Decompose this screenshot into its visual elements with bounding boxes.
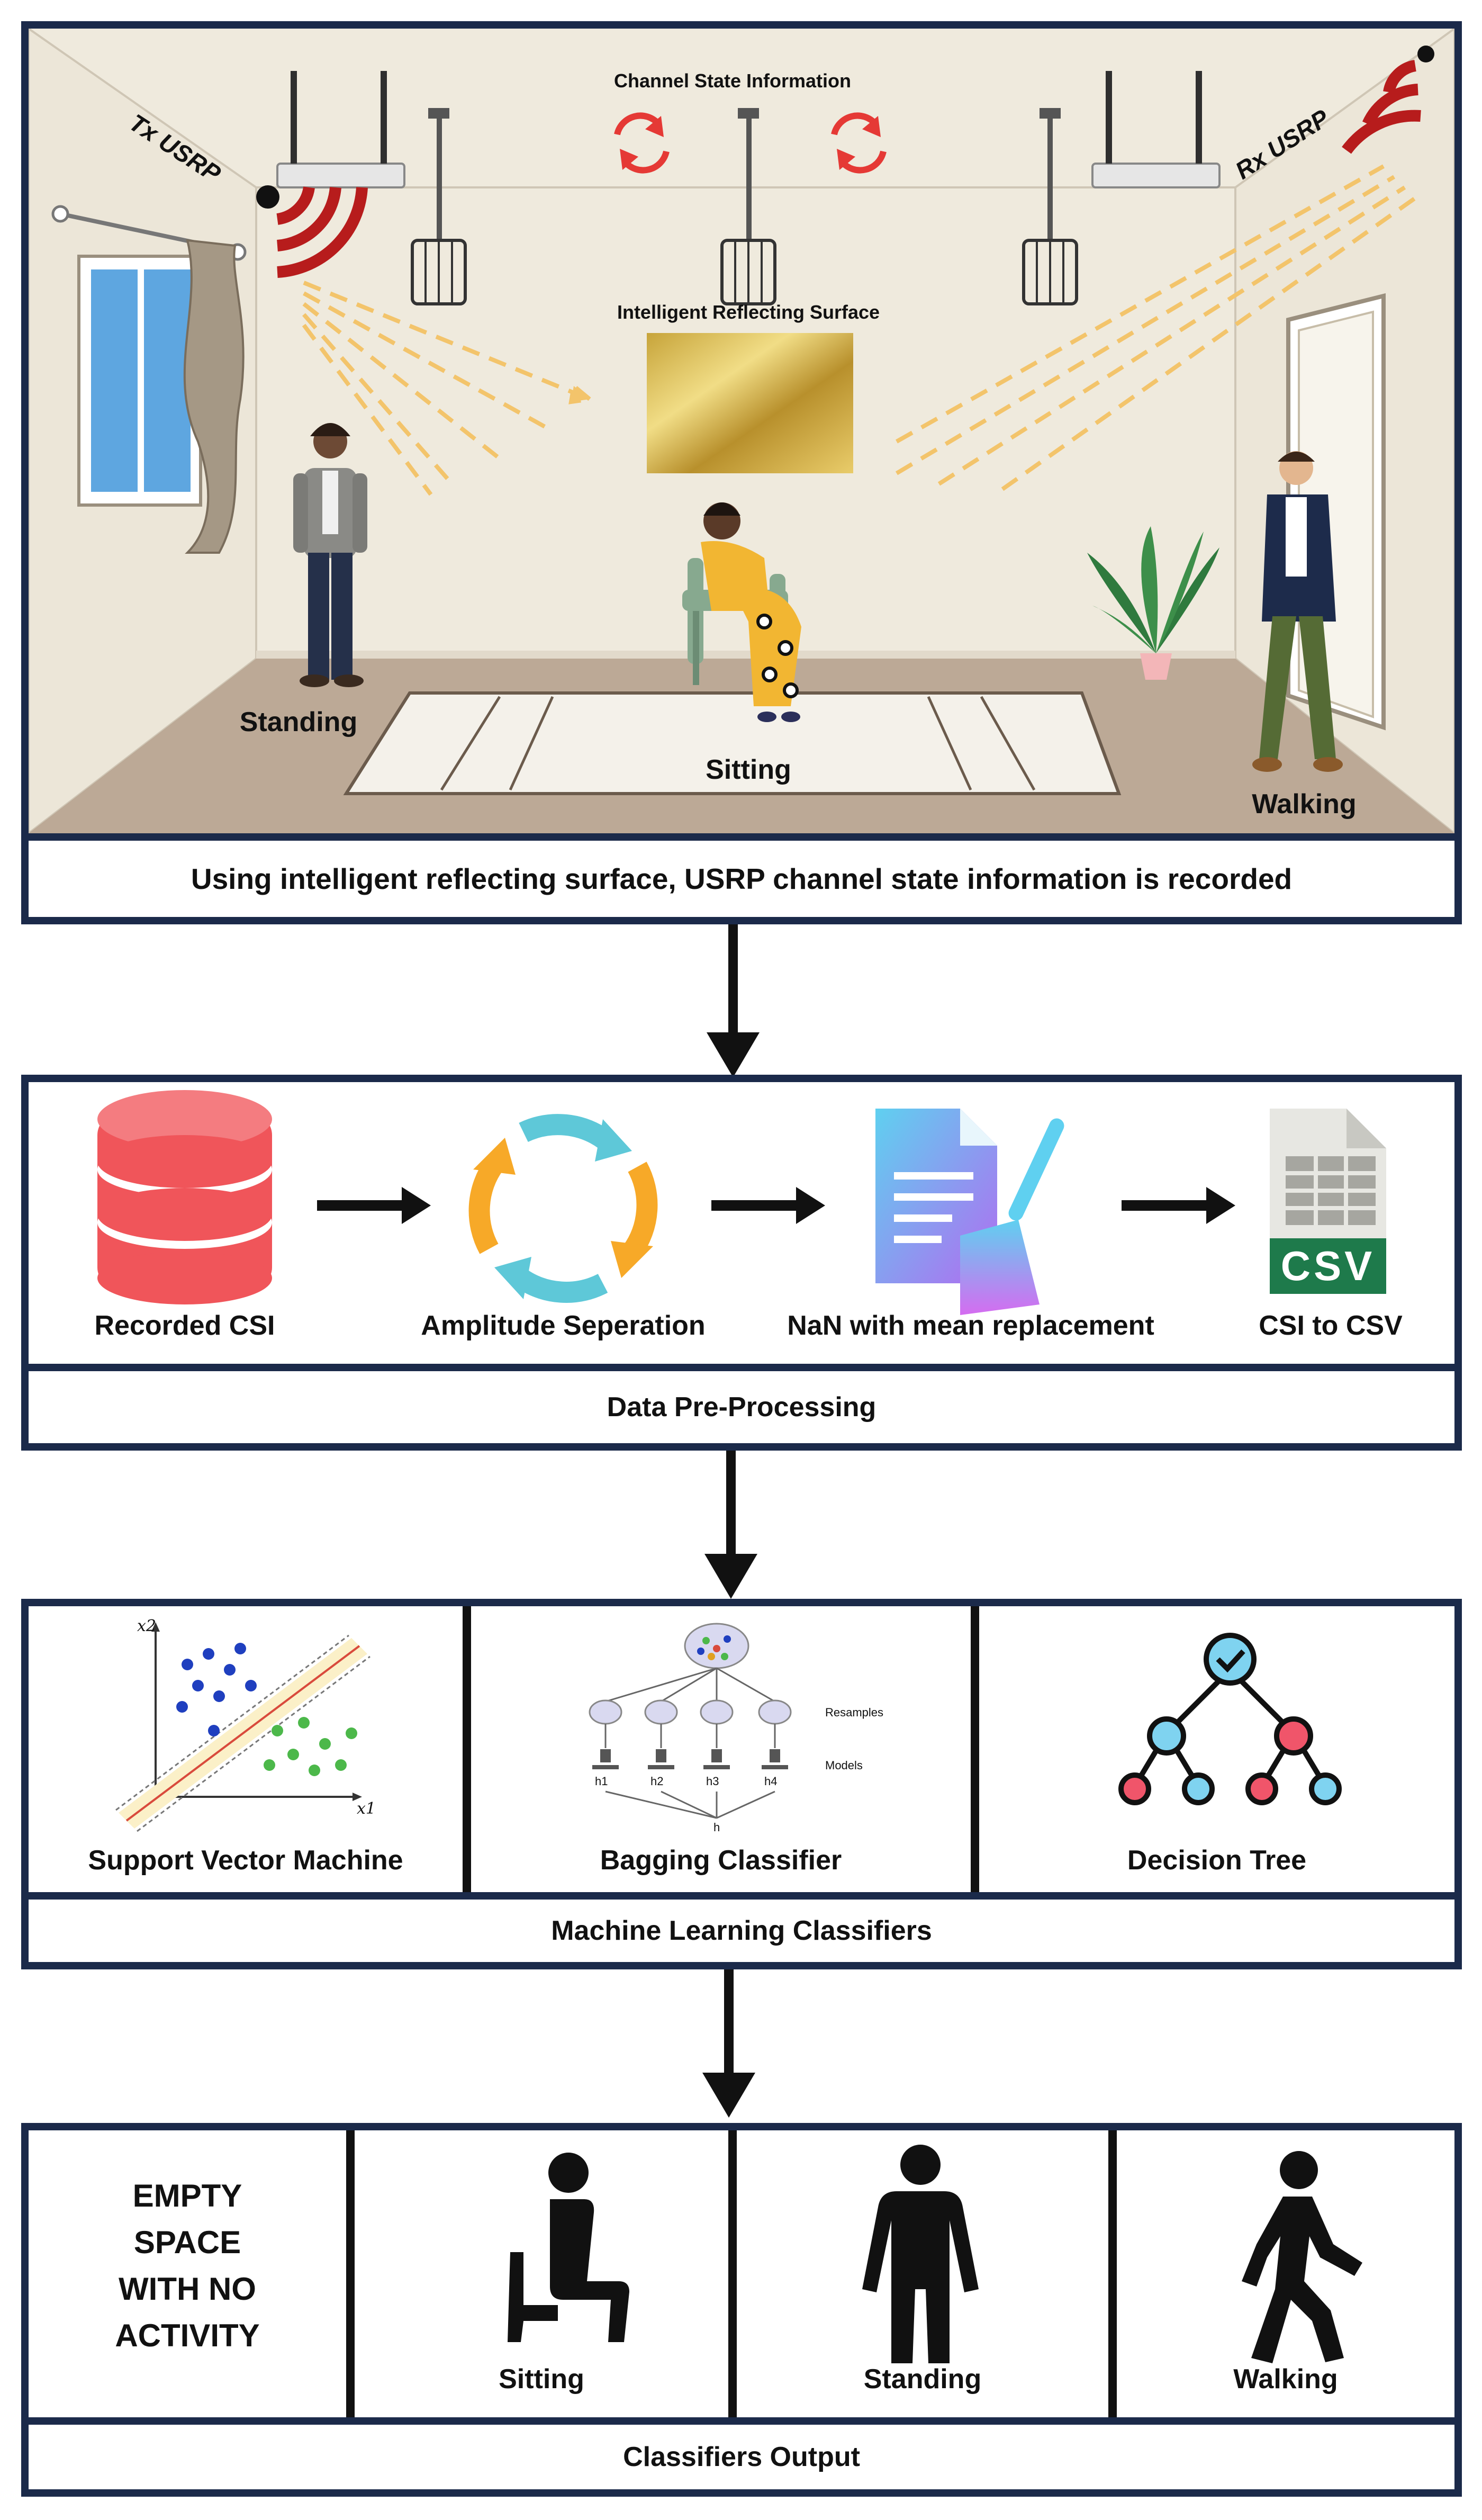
plant [1087,526,1219,680]
walking-person [1252,451,1343,772]
bagging-tree-icon [589,1623,792,1819]
standing-person [293,423,367,687]
svm-plot-icon [115,1622,370,1832]
tx-router [276,71,405,188]
preprocessing-title: Data Pre-Processing [607,1392,876,1423]
preprocessing-title-bar: Data Pre-Processing [21,1364,1462,1451]
classifier-label-tree: Decision Tree [1127,1845,1307,1876]
csv-file-icon [1270,1109,1386,1294]
classifier-label-bagging: Bagging Classifier [600,1845,842,1876]
irs-label: Intelligent Reflecting Surface [617,301,880,323]
classifier-icons [115,1622,1342,1832]
sitting-icon [508,2153,629,2342]
preprocessing-icons [97,1090,1386,1315]
csi-label: Channel State Information [613,70,852,92]
output-title: Classifiers Output [623,2442,860,2472]
document-broom-icon [875,1109,1064,1315]
tx-signal-icon [256,185,368,278]
preprocessing-frame: CSV Recorded CSI Amplitude Seperation Na… [21,1075,1462,1371]
bagging-resamples-label: Resamples [825,1706,884,1719]
scene-frame: Tx USRP Rx USRP Channel State Informatio… [21,21,1462,841]
empty-line-1: EMPTY [132,2178,242,2213]
rx-signal-icon [1342,46,1434,154]
output-divider-1 [346,2130,355,2417]
bagging-models-label: Models [825,1759,863,1772]
decision-tree-icon [1118,1633,1342,1805]
pendant-lamp-left [411,108,467,305]
step-label-recorded-csi: Recorded CSI [94,1310,275,1341]
walking-icon [1242,2151,1362,2363]
pendant-lamp-right [1022,108,1078,305]
rx-router [1091,71,1221,188]
bagging-h4: h4 [764,1775,778,1788]
output-icons [508,2145,1362,2363]
bagging-h-out: h [713,1821,720,1834]
classifiers-title: Machine Learning Classifiers [551,1915,932,1946]
step-label-amplitude: Amplitude Seperation [421,1310,706,1341]
standing-label: Standing [239,707,358,737]
output-label-sitting: Sitting [499,2364,584,2395]
output-label-standing: Standing [863,2364,982,2395]
bagging-h2: h2 [650,1775,664,1788]
output-frame: EMPTY SPACE WITH NO ACTIVITY Sitting Sta… [21,2123,1462,2425]
classifier-divider-2 [971,1606,979,1892]
refresh-icon-right [831,112,887,174]
svm-x1-label: x1 [357,1799,376,1818]
bagging-h1: h1 [595,1775,608,1788]
empty-space-text: EMPTY SPACE WITH NO ACTIVITY [29,2173,346,2359]
database-icon [97,1090,272,1304]
sitting-label: Sitting [706,754,791,785]
empty-line-3: WITH NO [119,2271,256,2307]
output-divider-3 [1108,2130,1117,2417]
empty-line-4: ACTIVITY [115,2318,260,2353]
output-label-walking: Walking [1233,2364,1338,2395]
classifier-divider-1 [463,1606,471,1892]
sitting-person [682,502,801,722]
step-arrow-2 [711,1187,825,1224]
room-illustration [29,29,1454,833]
refresh-icon-left [614,112,670,174]
classifiers-frame: x2 x1 Resamples Models h1 h2 h3 h4 h Sup… [21,1599,1462,1900]
window [51,205,247,554]
empty-line-2: SPACE [133,2225,241,2260]
csv-badge-text: CSV [1280,1243,1376,1289]
output-divider-2 [728,2130,737,2417]
irs-surface [647,333,853,473]
classifier-label-svm: Support Vector Machine [88,1845,403,1876]
pendant-lamp-center [720,108,776,305]
step-label-csv: CSI to CSV [1259,1310,1403,1341]
scene-caption: Using intelligent reflecting surface, US… [191,862,1293,895]
standing-icon [862,2145,979,2363]
bagging-h3: h3 [706,1775,719,1788]
rug [343,691,1122,795]
rx-beams [895,164,1417,491]
step-arrow-3 [1122,1187,1235,1224]
classifiers-title-bar: Machine Learning Classifiers [21,1892,1462,1969]
svm-x2-label: x2 [137,1617,157,1635]
step-arrow-1 [317,1187,431,1224]
output-title-bar: Classifiers Output [21,2417,1462,2497]
cycle-arrows-icon [468,1114,658,1303]
walking-label: Walking [1252,789,1357,820]
tx-beams [302,281,595,496]
step-label-nan: NaN with mean replacement [787,1310,1154,1341]
scene-caption-bar: Using intelligent reflecting surface, US… [21,833,1462,924]
